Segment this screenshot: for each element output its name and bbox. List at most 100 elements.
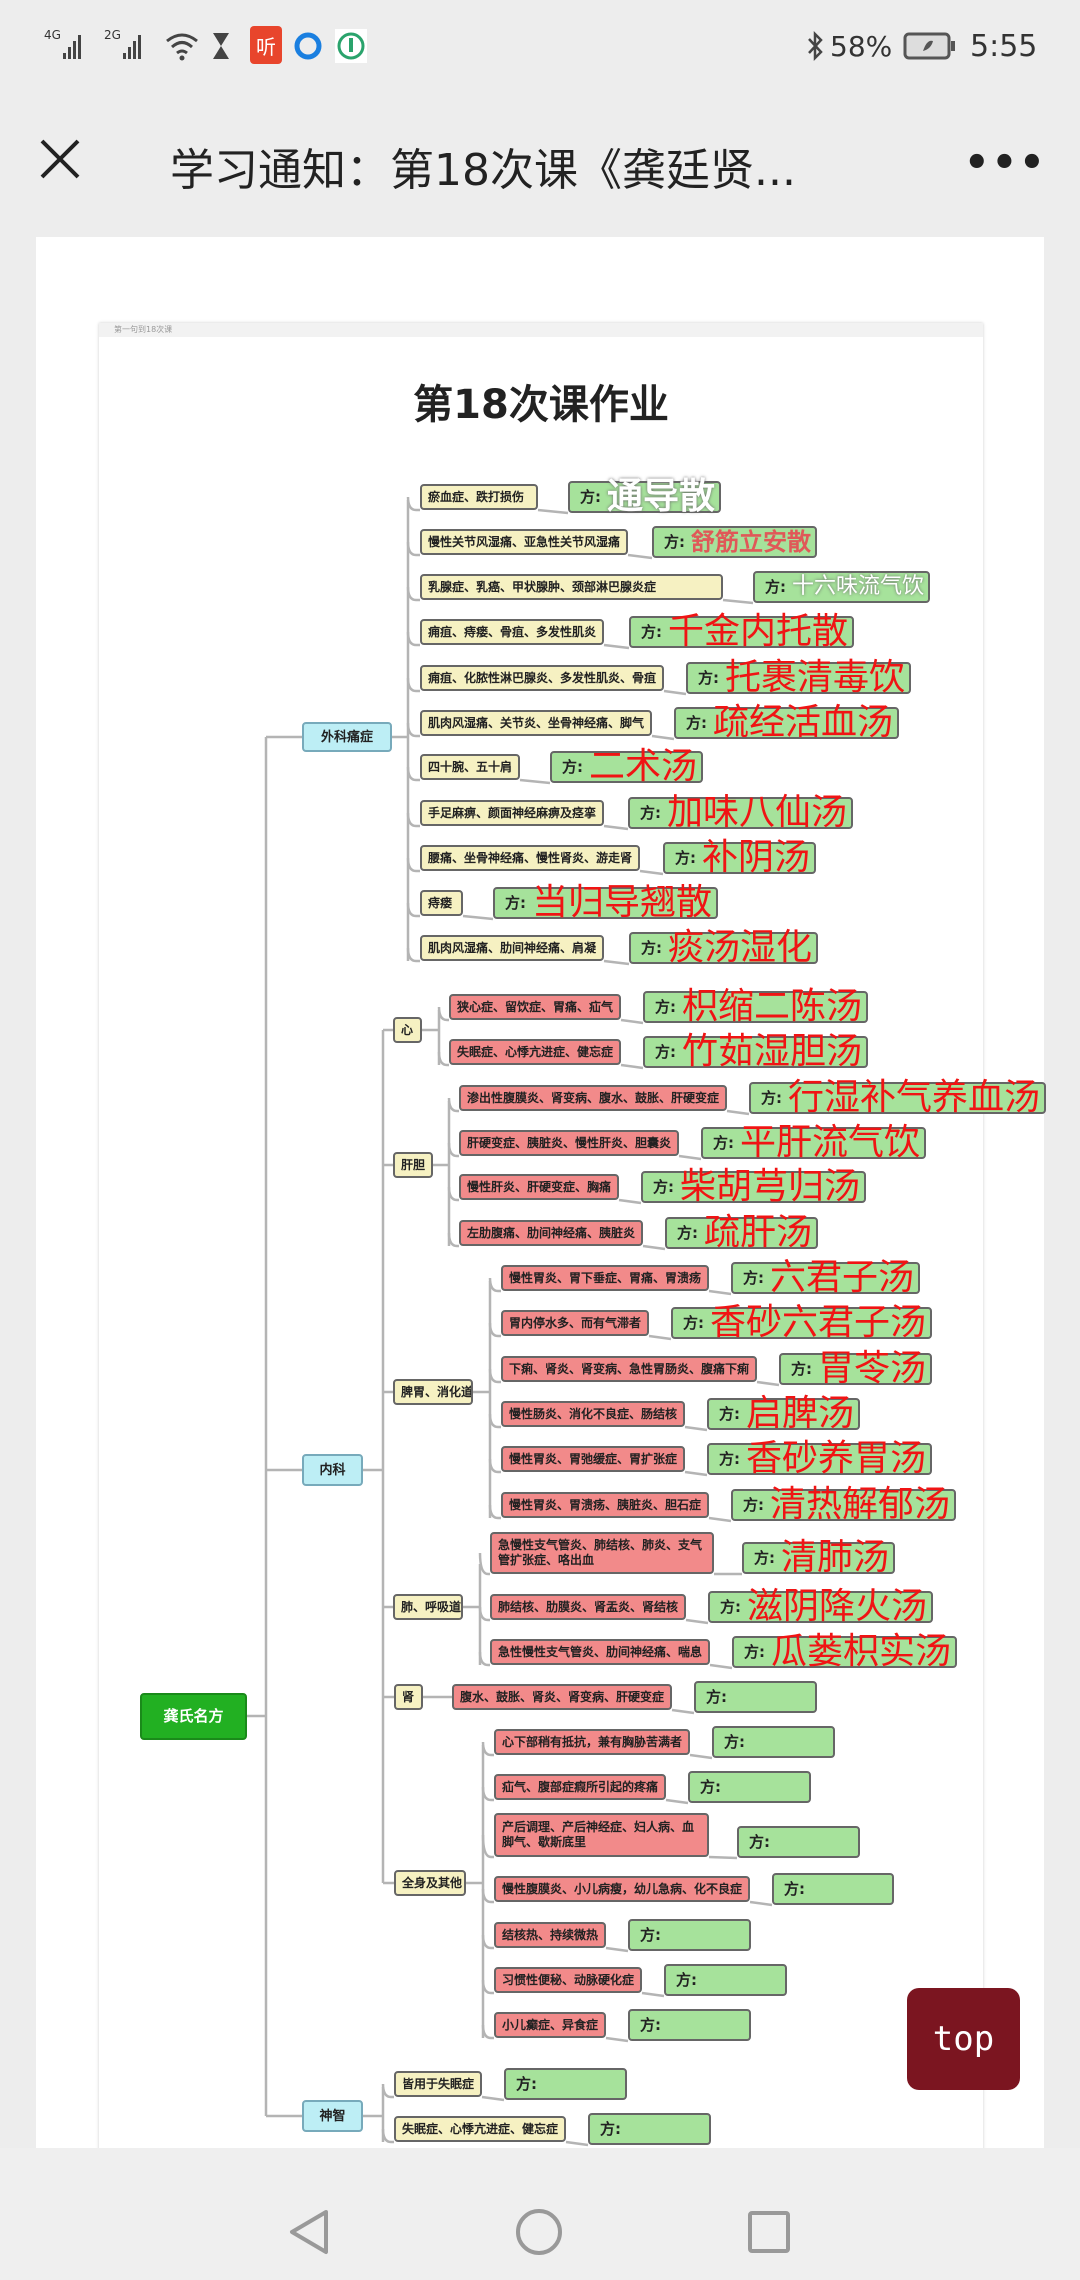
prescription-label: 方:: [761, 1088, 782, 1107]
prescription-box[interactable]: 方:瓜蒌枳实汤: [732, 1632, 958, 1672]
connector-line: [406, 541, 420, 557]
handwritten-annotation: 托裹清毒饮: [725, 657, 906, 698]
prescription-box[interactable]: 方:: [712, 1726, 835, 1758]
connector-line: [689, 1753, 713, 1760]
mindmap-connectors: [247, 496, 780, 2147]
back-nav-icon[interactable]: [286, 2208, 330, 2260]
prescription-box[interactable]: 方:: [694, 1681, 817, 1713]
recents-nav-icon[interactable]: [747, 2210, 791, 2258]
bluetooth-icon: [805, 28, 825, 64]
disease-box-label: 腹水、鼓胀、肾炎、肾变病、肝硬变症: [460, 1689, 665, 1704]
handwritten-annotation: 疏肝汤: [704, 1212, 813, 1253]
connector-line: [722, 598, 754, 605]
prescription-box[interactable]: 方:通导散: [568, 477, 722, 517]
connector-line: [447, 1142, 459, 1158]
disease-box-label: 急性慢性支气管炎、肋间神经痛、喘息: [498, 1644, 703, 1659]
connector-line: [708, 1289, 732, 1296]
prescription-box[interactable]: 方:二术汤: [550, 747, 704, 787]
subgroup-node[interactable]: 肺、呼吸道: [393, 1594, 463, 1620]
prescription-box[interactable]: 方:: [628, 2009, 751, 2041]
clock: 5:55: [970, 28, 1038, 64]
prescription-box[interactable]: 方:: [664, 1964, 787, 1996]
disease-box-label: 慢性肠炎、消化不良症、肠结核: [509, 1406, 678, 1421]
prescription-box[interactable]: 方:补阴汤: [663, 838, 817, 878]
prescription-box[interactable]: 方:痰汤湿化: [629, 928, 819, 968]
prescription-box[interactable]: 方:托裹清毒饮: [686, 658, 912, 698]
connector-line: [488, 1277, 501, 1293]
connector-line: [651, 734, 675, 741]
branch-surgery[interactable]: 外科痛症: [302, 722, 392, 752]
battery-icon: [903, 28, 959, 64]
prescription-box[interactable]: 方:: [588, 2113, 711, 2145]
prescription-box[interactable]: 方:柴胡芎归汤: [641, 1167, 867, 1207]
prescription-box[interactable]: 方:疏肝汤: [665, 1213, 819, 1253]
back-to-top-button[interactable]: top: [907, 1988, 1020, 2090]
prescription-box[interactable]: 方:加味八仙汤: [628, 793, 854, 833]
prescription-box[interactable]: 方:清肺汤: [742, 1538, 896, 1578]
network-type-1: 4G: [44, 28, 61, 42]
prescription-box[interactable]: 方:: [628, 1919, 751, 1951]
prescription-box[interactable]: 方:舒筋立安散: [652, 526, 817, 558]
connector-line: [709, 1663, 733, 1670]
prescription-box[interactable]: 方:香砂六君子汤: [671, 1303, 933, 1343]
handwritten-annotation: 清热解郁汤: [770, 1484, 951, 1525]
connector-line: [537, 508, 569, 515]
handwritten-annotation: 滋阴降火汤: [747, 1586, 928, 1627]
disease-box-label: 急慢性支气管炎、肺结核、肺炎、支气管扩张症、咯出血: [498, 1538, 703, 1567]
home-nav-icon[interactable]: [515, 2208, 563, 2260]
prescription-box[interactable]: 方:: [772, 1873, 894, 1905]
prescription-box[interactable]: 方:胃苓汤: [779, 1349, 933, 1389]
disease-box-label: 慢性关节风湿痛、亚急性关节风湿痛: [428, 534, 621, 549]
branch-mind[interactable]: 神智: [302, 2100, 363, 2132]
prescription-box[interactable]: 方:: [688, 1771, 811, 1803]
disease-box: 肺结核、肋膜炎、肾盂炎、肾结核: [490, 1594, 687, 1620]
root-node-label: 龚氏名方: [163, 1706, 224, 1725]
close-icon[interactable]: [36, 135, 84, 183]
handwritten-annotation: 行湿补气养血汤: [788, 1077, 1041, 1118]
prescription-box[interactable]: 方: 行湿补气养血汤: [749, 1078, 1047, 1118]
prescription-box[interactable]: 方:启脾汤: [707, 1394, 861, 1434]
disease-box-label: 痔瘘: [428, 895, 453, 910]
disease-box-label: 慢性胃炎、胃下垂症、胃痛、胃溃疡: [509, 1270, 702, 1285]
disease-box-label: 肺结核、肋膜炎、肾盂炎、肾结核: [498, 1599, 679, 1614]
subgroup-node[interactable]: 肝胆: [393, 1152, 433, 1178]
prescription-box[interactable]: 方:当归导翘散: [493, 883, 719, 923]
subgroup-node-label: 全身及其他: [402, 1875, 463, 1890]
prescription-box[interactable]: 方:: [737, 1826, 860, 1858]
prescription-label: 方:: [686, 713, 707, 732]
prescription-label: 方:: [655, 997, 676, 1016]
disease-box: 失眠症、心悸亢进症、健忘症: [394, 2116, 567, 2142]
subgroup-node[interactable]: 脾胃、消化道: [393, 1379, 473, 1405]
prescription-box[interactable]: 方:十六味流气饮: [753, 571, 931, 603]
connector-line: [488, 1504, 501, 1520]
disease-box-label: 疝气、腹部症瘕所引起的疼痛: [502, 1779, 659, 1794]
disease-box: 慢性胃炎、胃弛缓症、胃扩张症: [501, 1446, 686, 1472]
prescription-box[interactable]: 方:六君子汤: [731, 1258, 921, 1298]
prescription-label: 方:: [743, 1268, 764, 1287]
prescription-box[interactable]: 方:: [504, 2068, 627, 2100]
connector-line: [406, 722, 420, 738]
disease-box: 习惯性便秘、动脉硬化症: [494, 1967, 643, 1993]
prescription-box[interactable]: 方:竹茹湿胆汤: [643, 1032, 869, 1072]
connector-line: [406, 496, 420, 512]
prescription-box[interactable]: 方:枳缩二陈汤: [643, 987, 869, 1027]
prescription-box[interactable]: 方:清热解郁汤: [731, 1485, 957, 1525]
handwritten-annotation: 清肺汤: [781, 1537, 890, 1578]
disease-box: 痈疽、痔瘘、骨疽、多发性肌炎: [420, 619, 605, 645]
disease-box-label: 四十腕、五十肩: [428, 759, 513, 774]
prescription-box[interactable]: 方:滋阴降火汤: [708, 1587, 934, 1627]
more-options-icon[interactable]: •••: [964, 140, 1047, 186]
subgroup-node[interactable]: 心: [393, 1017, 422, 1043]
prescription-box[interactable]: 方:千金内托散: [629, 612, 855, 652]
prescription-box[interactable]: 方:疏经活血汤: [674, 703, 900, 743]
root-node[interactable]: 龚氏名方: [140, 1692, 247, 1740]
subgroup-node[interactable]: 全身及其他: [394, 1870, 466, 1896]
connector-line: [684, 1470, 708, 1477]
prescription-box[interactable]: 方:香砂养胃汤: [707, 1439, 933, 1479]
subgroup-node[interactable]: 肾: [394, 1684, 423, 1710]
prescription-box[interactable]: 方:平肝流气饮: [701, 1123, 927, 1163]
prescription-label: 方:: [653, 1177, 674, 1196]
branch-internal[interactable]: 内科: [302, 1454, 363, 1486]
page-title: 学习通知：第18次课《龚廷贤...: [170, 145, 796, 196]
prescription-label: 方:: [683, 1313, 704, 1332]
